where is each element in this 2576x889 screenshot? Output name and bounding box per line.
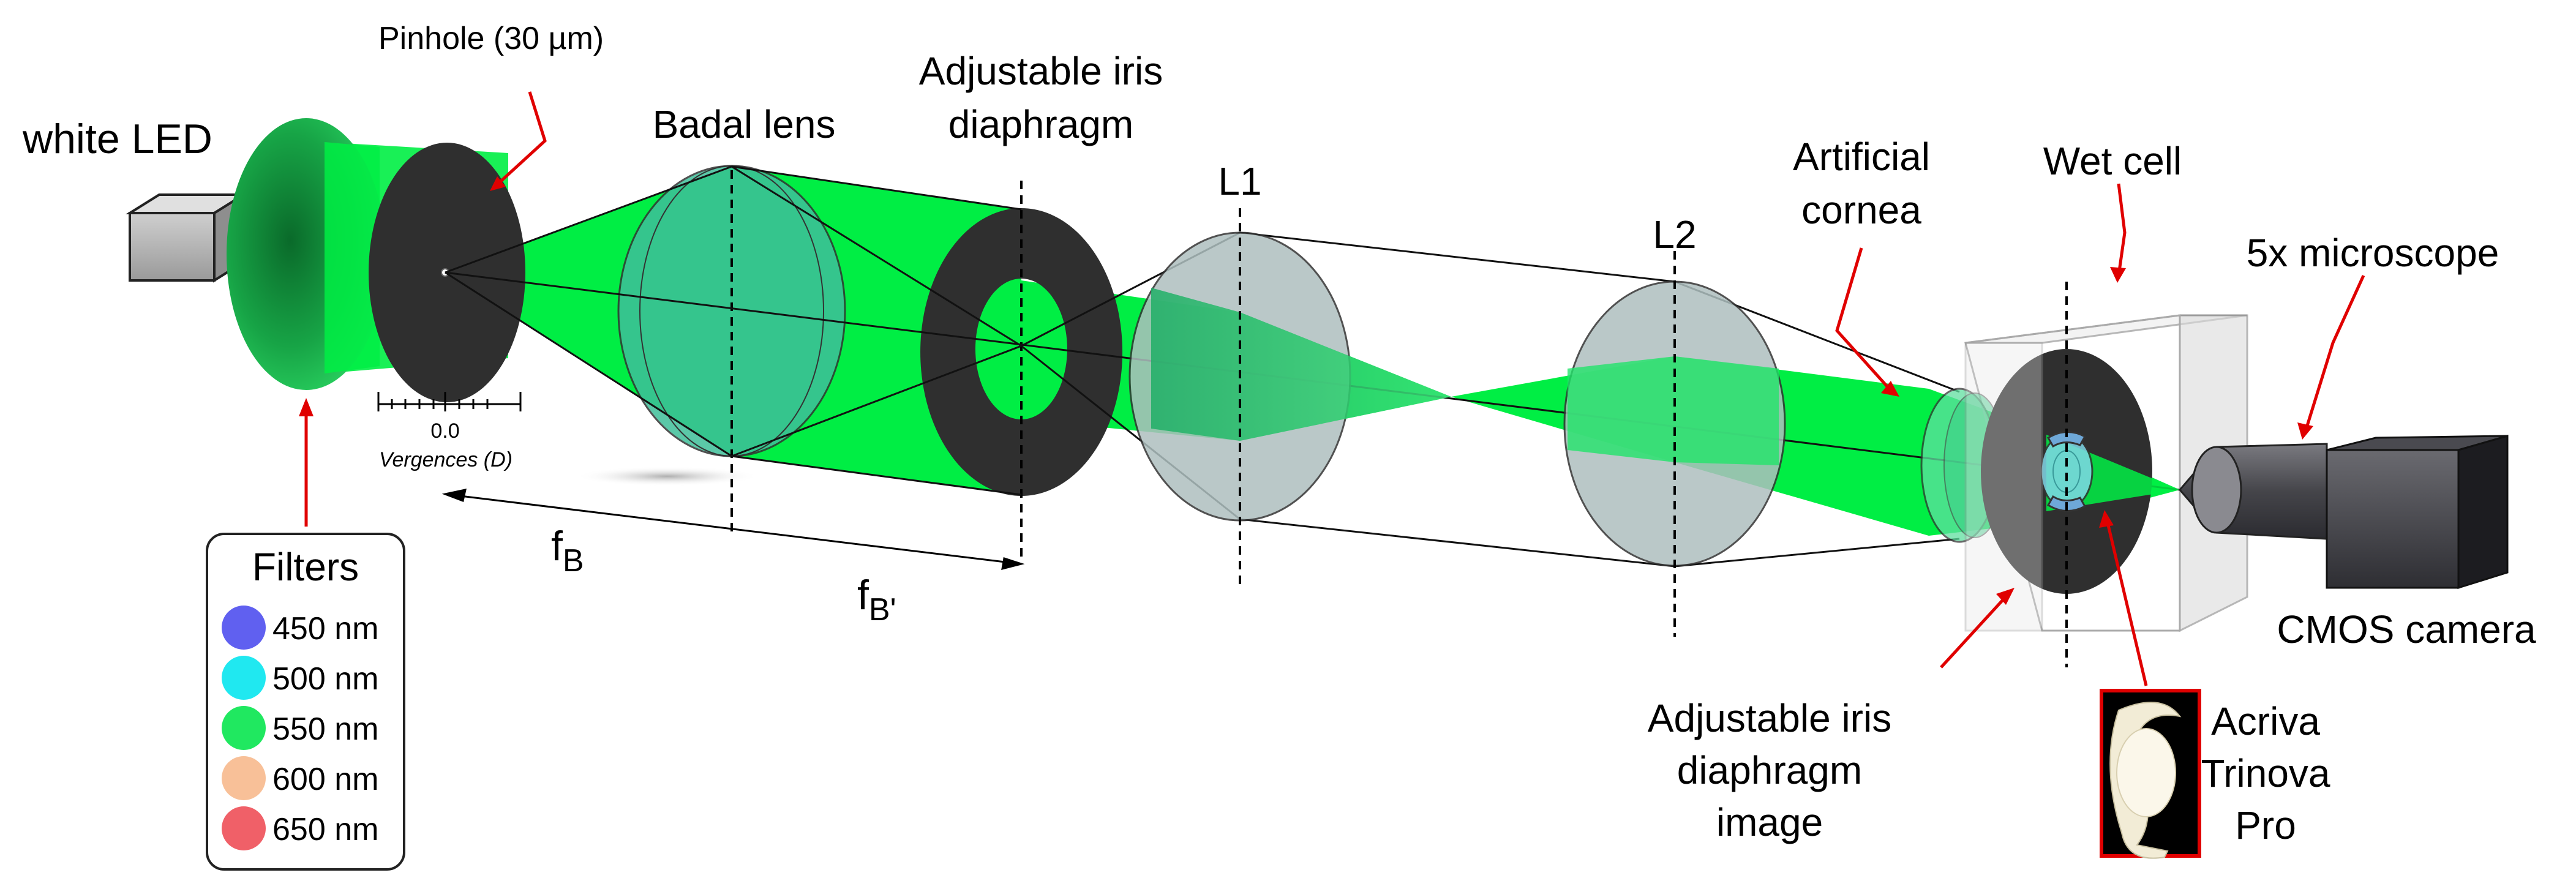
white-led-label: white LED [22, 116, 212, 162]
filter-swatch-500 [222, 656, 266, 700]
iris-diaphragm [920, 208, 1123, 496]
badal-lens-label: Badal lens [653, 102, 836, 146]
filter-label-550: 550 nm [272, 711, 378, 747]
acriva-label-line3: Pro [2235, 803, 2296, 847]
acriva-label-line2: Trinova [2201, 751, 2330, 795]
filter-label-600: 600 nm [272, 762, 378, 797]
acriva-lens-photo [2100, 689, 2201, 859]
cmos-camera [2326, 435, 2509, 590]
microscope-objective [2179, 443, 2328, 540]
filter-swatch-650 [222, 806, 266, 850]
fb-label: fB [551, 523, 584, 579]
iris-label-line1: Adjustable iris [919, 49, 1163, 93]
cornea-label-line2: cornea [1801, 188, 1921, 232]
acriva-label-line1: Acriva [2211, 699, 2320, 743]
fb-prime-label: fB' [857, 572, 896, 628]
iris-image-label-line2: diaphragm [1677, 748, 1862, 792]
cornea-label-line1: Artificial [1793, 135, 1930, 179]
vergence-zero-label: 0.0 [430, 419, 459, 443]
l2-label: L2 [1653, 212, 1696, 257]
pinhole-label: Pinhole (30 µm) [378, 21, 604, 56]
intraocular-lens [2040, 430, 2093, 512]
wet-cell-front [1964, 342, 2043, 632]
microscope-label: 5x microscope [2247, 231, 2499, 275]
wet-cell-label: Wet cell [2043, 139, 2182, 183]
filter-list: 450 nm 500 nm 550 nm 600 nm 650 nm [222, 606, 378, 850]
vergence-scale [377, 392, 522, 411]
camera-label: CMOS camera [2277, 607, 2536, 651]
callout-arrowheads [299, 176, 2313, 605]
filter-label-500: 500 nm [272, 661, 378, 697]
callout-arrows [304, 91, 2365, 686]
filter-swatch-600 [222, 756, 266, 800]
filters-title: Filters [252, 545, 359, 589]
filter-label-650: 650 nm [272, 812, 378, 847]
vergences-label: Vergences (D) [379, 448, 513, 471]
iris-label-line2: diaphragm [948, 102, 1133, 146]
led-source-cube [126, 192, 248, 283]
iris-image-label-line3: image [1716, 800, 1823, 844]
filter-beam-slab [325, 142, 380, 373]
l1-label: L1 [1218, 159, 1261, 203]
iris-image-label-line1: Adjustable iris [1648, 696, 1891, 740]
filter-swatch-450 [222, 606, 266, 650]
filter-label-450: 450 nm [272, 611, 378, 647]
focal-length-arrows [441, 489, 1025, 571]
badal-lens-shadow [576, 467, 759, 486]
filter-swatch-550 [222, 706, 266, 750]
